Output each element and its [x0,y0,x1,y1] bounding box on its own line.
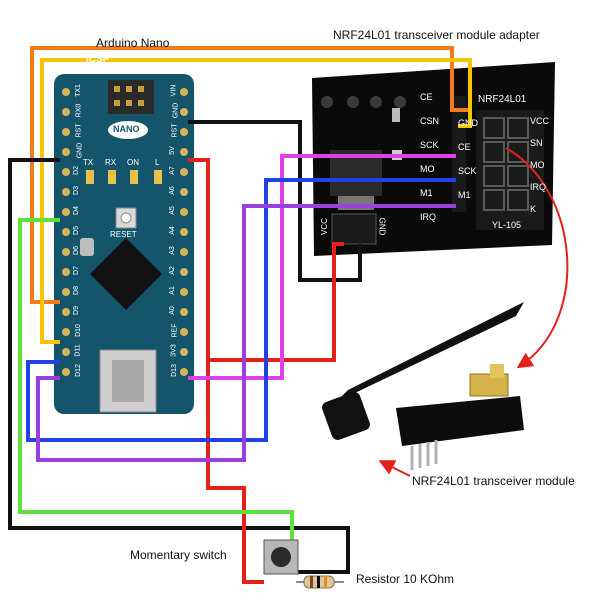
adapter-label: NRF24L01 transceiver module adapter [333,28,540,42]
wire-blue [26,178,456,442]
nano-pin-label: D8 [72,286,80,295]
nano-pin-label: A1 [168,286,176,295]
nano-icsp-label: ICSP [86,54,110,65]
adapter-pin-label: MO [420,164,435,174]
resistor-10k [296,575,344,589]
arrow-label-to-module [378,460,411,477]
nrf24l01-module [322,302,524,470]
nano-pin-label: A0 [168,306,176,315]
nano-pin-label: D10 [74,324,82,337]
adapter-pin-label: K [530,204,537,214]
nano-pin-label: D2 [72,166,80,175]
nano-pin-label: RST [171,123,179,138]
nano-pin-label: D5 [72,226,80,235]
adapter-pin-label: IRQ [420,212,437,222]
nano-pin-label: D6 [72,246,80,255]
adapter-pin-label: SCK [458,166,477,176]
nano-rx-label: RX [105,158,117,167]
momentary-switch [263,539,299,575]
arrow-adapter-to-module [505,147,569,369]
wire-magenta [188,154,456,380]
nano-pin-label: TX1 [74,84,82,97]
wire-orange [30,46,468,304]
adapter-pin-label: CE [458,142,471,152]
nano-pin-label: GND [172,102,180,119]
arduino-nano-label: Arduino Nano [96,36,170,50]
nano-pin-label: D7 [72,266,80,275]
nano-pin-label: 3V3 [170,344,178,357]
nano-pin-label: 5V [168,146,176,155]
icsp-header [108,80,154,114]
nano-reset-label: RESET [110,230,137,239]
nano-pin-label: A7 [168,166,176,175]
switch-label: Momentary switch [130,548,227,562]
nano-pin-label: VIN [170,84,178,97]
adapter-pin-label: SN [530,138,543,148]
nano-l-label: L [155,158,160,167]
nano-pin-label: A3 [168,246,176,255]
nano-logo [108,121,148,139]
adapter-pin-label: M1 [420,188,433,198]
nano-pin-label: A6 [168,186,176,195]
adapter-gnd-label: GND [377,217,387,236]
wire-black-gnd [188,120,362,282]
nano-pin-label: D11 [74,344,82,357]
wire-black-switch [8,158,350,574]
nano-pin-label: GND [76,142,84,159]
transceiver-label: NRF24L01 transceiver module [412,474,575,488]
wire-red-switch [206,360,264,584]
wire-yellow [40,58,472,344]
arduino-nano-board [54,74,194,414]
nano-pin-label: D4 [72,206,80,215]
adapter-pin-label: GND [458,118,478,128]
nano-tx-label: TX [83,158,94,167]
atmega-chip [90,238,162,310]
nano-pin-label: A5 [168,206,176,215]
nano-on-label: ON [127,158,139,167]
nano-pin-label: D13 [170,364,178,377]
adapter-pin-label: IRQ [530,182,547,192]
nano-pin-label: D9 [72,306,80,315]
nano-pin-label: A2 [168,266,176,275]
wire-green [18,218,294,548]
adapter-pin-label: MO [530,160,545,170]
adapter-pin-label: SCK [420,140,439,150]
adapter-pin-label: CSN [420,116,440,126]
nano-pin-label: RX0 [75,103,83,118]
wire-purple [36,204,456,462]
resistor-label: Resistor 10 KOhm [356,572,455,586]
nano-pin-label: RST [75,123,83,138]
adapter-model: YL-105 [492,220,522,230]
nano-pin-label: D3 [72,186,80,195]
adapter-pin-label: VCC [530,116,550,126]
adapter-vcc-label: VCC [319,218,329,235]
adapter-pin-label: M1 [458,190,471,200]
wire-red-vcc [188,158,344,362]
adapter-title: NRF24L01 [478,94,527,105]
nano-pin-label: REF [171,323,179,338]
nano-pin-label: A4 [168,226,176,235]
nano-pin-label: D12 [74,364,82,377]
adapter-pin-label: CE [420,92,433,102]
nano-logo-text: NANO [113,124,140,134]
